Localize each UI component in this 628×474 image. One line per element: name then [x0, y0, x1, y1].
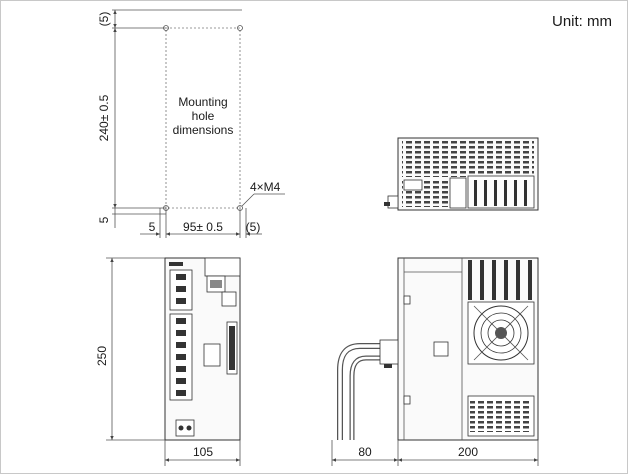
- unit-label: Unit: mm: [552, 13, 612, 30]
- mounting-label-line-3: dimensions: [173, 123, 234, 137]
- mount-top-margin: (5): [97, 12, 111, 27]
- front-terminal-block: [169, 269, 193, 401]
- mount-hole-tr: [237, 25, 243, 31]
- cable: [337, 339, 399, 440]
- mounting-label-line-1: Mounting: [178, 95, 227, 109]
- side-depth: 200: [458, 445, 478, 459]
- top-view: [384, 137, 539, 211]
- cooling-fan: [467, 301, 535, 365]
- front-width: 105: [193, 445, 213, 459]
- mount-bottom-margin: 5: [97, 216, 111, 223]
- mounting-hole-diagram: Mounting hole dimensions (5) 240± 0.5 5 …: [97, 9, 285, 238]
- mounting-outline: [165, 27, 241, 209]
- top-heatsink-fins: [474, 180, 527, 206]
- mount-left-margin: 5: [149, 220, 156, 234]
- mount-right-margin: (5): [246, 220, 261, 234]
- side-view: 80 200: [331, 257, 539, 466]
- mount-width: 95± 0.5: [183, 220, 223, 234]
- mounting-label-line-2: hole: [192, 109, 215, 123]
- front-height: 250: [95, 346, 109, 366]
- mount-height: 240± 0.5: [97, 94, 111, 141]
- screw-callout: 4×M4: [250, 180, 281, 194]
- top-vent-grill: [402, 141, 534, 177]
- side-heatsink-fins: [468, 260, 532, 300]
- front-view: 250 105: [95, 257, 241, 466]
- cable-depth: 80: [358, 445, 372, 459]
